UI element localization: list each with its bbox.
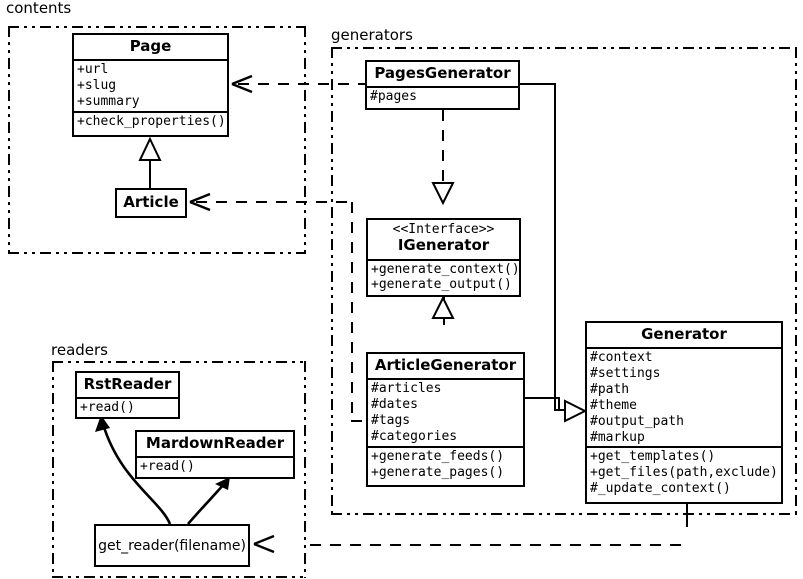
attribute: #markup bbox=[590, 429, 645, 445]
edge-articlegenerator-to-article-stub bbox=[351, 420, 367, 422]
package-readers-label: readers bbox=[51, 341, 108, 359]
package-contents-border-top bbox=[8, 26, 306, 28]
edge-articlegenerator-to-article-vertical bbox=[351, 202, 353, 421]
attribute: #path bbox=[590, 381, 630, 397]
arrowhead-triangle-page bbox=[138, 136, 162, 161]
class-article[interactable]: Article bbox=[115, 188, 187, 218]
edge-pagesgenerator-to-igenerator bbox=[442, 110, 444, 185]
function-get-reader[interactable]: get_reader(filename) bbox=[94, 524, 250, 567]
class-rst-reader-methods: +read() bbox=[77, 397, 178, 417]
method: +generate_context() bbox=[371, 261, 520, 277]
class-mardown-reader-title: MardownReader bbox=[145, 434, 285, 452]
package-generators-border-bottom bbox=[331, 513, 797, 515]
method: +generate_feeds() bbox=[371, 448, 505, 464]
edge-pagesgenerator-to-generator-top bbox=[520, 83, 556, 85]
class-rst-reader-title: RstReader bbox=[83, 375, 172, 393]
arrowhead-open-getreader bbox=[253, 534, 275, 554]
package-contents-border-left bbox=[8, 26, 10, 254]
class-generator[interactable]: Generator #context #settings #path #them… bbox=[585, 321, 783, 504]
class-page-methods: +check_properties() bbox=[74, 110, 227, 131]
package-contents-border-right bbox=[304, 26, 306, 254]
class-article-generator-attributes: #articles #dates #tags #categories bbox=[368, 378, 523, 445]
class-igenerator-stereotype: <<Interface>> bbox=[392, 222, 495, 237]
attribute: #output_path bbox=[590, 413, 684, 429]
class-generator-title: Generator bbox=[641, 325, 727, 343]
edge-getreader-to-mardownreader bbox=[187, 483, 225, 525]
edge-pagesgenerator-to-generator-vertical bbox=[554, 83, 556, 411]
package-readers-border-left bbox=[52, 361, 54, 578]
class-pages-generator-attributes: #pages bbox=[367, 86, 518, 106]
attribute: #dates bbox=[371, 397, 418, 413]
class-igenerator[interactable]: <<Interface>> IGenerator +generate_conte… bbox=[366, 218, 521, 297]
class-article-generator-title: ArticleGenerator bbox=[374, 356, 517, 374]
class-article-generator[interactable]: ArticleGenerator #articles #dates #tags … bbox=[366, 352, 525, 487]
arrowhead-triangle-generator bbox=[564, 399, 588, 423]
edge-generator-to-getreader-horizontal bbox=[310, 544, 688, 546]
method: +get_templates() bbox=[590, 449, 716, 465]
package-generators-border-top bbox=[331, 47, 797, 49]
class-page-title: Page bbox=[129, 37, 172, 55]
arrowhead-triangle-igenerator-from-pagesgenerator bbox=[431, 182, 455, 206]
method: #_update_context() bbox=[590, 481, 731, 497]
attribute: #context bbox=[590, 350, 653, 366]
method: +get_files(path,exclude) bbox=[590, 465, 778, 481]
class-generator-attributes: #context #settings #path #theme #output_… bbox=[587, 347, 781, 446]
method: +generate_pages() bbox=[371, 464, 505, 480]
attribute: #theme bbox=[590, 397, 637, 413]
package-generators-label: generators bbox=[331, 26, 413, 44]
edge-articlegenerator-to-generator-vertical bbox=[558, 397, 560, 411]
package-generators-border-left bbox=[331, 47, 333, 515]
method: +read() bbox=[140, 459, 195, 475]
attribute: +url bbox=[77, 62, 109, 78]
edge-generator-to-getreader-stub bbox=[686, 525, 688, 527]
class-igenerator-title: IGenerator bbox=[397, 236, 490, 255]
function-get-reader-label: get_reader(filename) bbox=[98, 537, 246, 554]
attribute: +summary bbox=[77, 93, 140, 109]
class-igenerator-header: <<Interface>> IGenerator bbox=[368, 220, 519, 259]
class-pages-generator-title: PagesGenerator bbox=[374, 64, 511, 82]
class-generator-methods: +get_templates() +get_files(path,exclude… bbox=[587, 446, 781, 498]
class-page-attributes: +url +slug +summary bbox=[74, 59, 227, 111]
class-page[interactable]: Page +url +slug +summary +check_properti… bbox=[72, 33, 229, 137]
attribute: #pages bbox=[370, 89, 417, 105]
edge-generator-to-getreader-vertical bbox=[686, 504, 688, 526]
package-generators-border-right bbox=[795, 47, 797, 515]
package-contents-border-bottom bbox=[8, 252, 306, 254]
edge-pagesgenerator-to-page bbox=[238, 83, 366, 85]
edge-pagesgenerator-to-generator-into-arrow bbox=[554, 409, 574, 411]
method: +generate_output() bbox=[371, 277, 512, 293]
attribute: #categories bbox=[371, 428, 458, 444]
method: +read() bbox=[80, 400, 135, 416]
class-pages-generator[interactable]: PagesGenerator #pages bbox=[365, 60, 520, 110]
package-readers-border-right bbox=[304, 361, 306, 578]
package-contents-label: contents bbox=[6, 0, 72, 17]
edge-articlegenerator-to-generator bbox=[525, 397, 560, 399]
attribute: #tags bbox=[371, 412, 411, 428]
package-readers-border-bottom bbox=[52, 576, 306, 578]
attribute: #articles bbox=[371, 381, 442, 397]
method: +check_properties() bbox=[77, 113, 226, 129]
class-igenerator-methods: +generate_context() +generate_output() bbox=[368, 258, 520, 295]
edge-articlegenerator-to-article-horizontal bbox=[196, 201, 353, 203]
package-readers-border-top bbox=[52, 361, 306, 363]
class-article-generator-methods: +generate_feeds() +generate_pages() bbox=[368, 445, 523, 482]
class-rst-reader[interactable]: RstReader +read() bbox=[75, 371, 180, 419]
class-mardown-reader-methods: +read() bbox=[137, 456, 293, 476]
class-article-title: Article bbox=[123, 193, 179, 212]
edge-articlegenerator-to-igenerator bbox=[443, 297, 445, 325]
attribute: #settings bbox=[590, 366, 661, 382]
attribute: +slug bbox=[77, 78, 117, 94]
class-mardown-reader[interactable]: MardownReader +read() bbox=[135, 430, 295, 479]
